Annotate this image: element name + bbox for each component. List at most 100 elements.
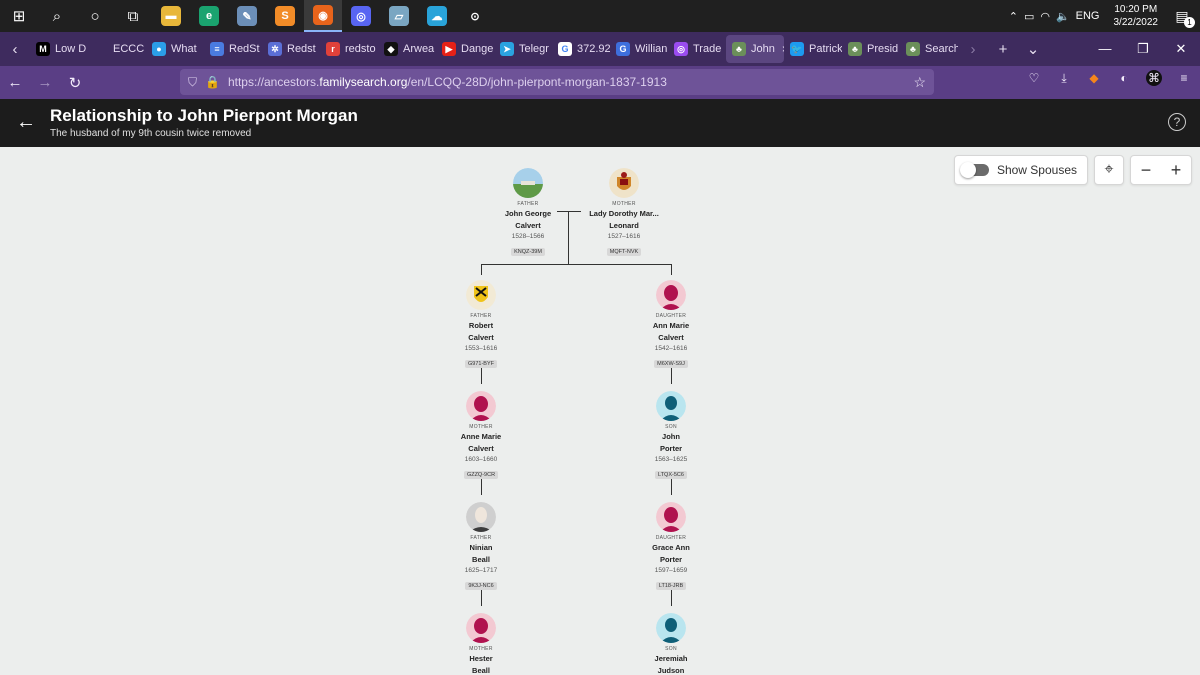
person-name-line2[interactable]: Beall <box>472 666 490 675</box>
person-name-line1[interactable]: Ann Marie <box>652 321 690 330</box>
person-name-line1[interactable]: Lady Dorothy Mar... <box>589 209 659 218</box>
person-name-line1[interactable]: Jeremiah <box>654 654 688 663</box>
tracking-protection-icon[interactable]: ⛉ <box>188 74 198 89</box>
person-name-line2[interactable]: Porter <box>659 444 683 453</box>
person-avatar-icon[interactable] <box>466 613 496 643</box>
forward-button[interactable]: → <box>37 74 53 91</box>
person-id-badge[interactable]: KNQZ-39M <box>511 248 545 256</box>
person-id-badge[interactable]: M6XW-S9J <box>654 360 688 368</box>
person-avatar-icon[interactable] <box>513 168 543 198</box>
browser-tab[interactable]: ◆Arwea <box>378 35 436 63</box>
battery-icon[interactable]: ▭ <box>1023 10 1035 23</box>
zoom-out-button[interactable]: − <box>1140 159 1152 180</box>
downloads-icon[interactable]: ⤓ <box>1061 70 1067 85</box>
browser-tab[interactable]: ≡RedSt <box>204 35 262 63</box>
person-name-line2[interactable]: Porter <box>659 555 683 564</box>
browser-tab[interactable]: ECCC - TR <box>88 35 146 63</box>
lock-icon[interactable]: 🔒 <box>205 75 220 89</box>
cortana-icon[interactable]: ○ <box>90 7 100 25</box>
person-name-line2[interactable]: Beall <box>472 555 490 564</box>
person-name-line1[interactable]: John <box>662 432 680 441</box>
person-name-line2[interactable]: Calvert <box>515 221 541 230</box>
browser-tab[interactable]: ♣John× <box>726 35 784 63</box>
extension-dark-icon[interactable]: ⌘ <box>1146 70 1162 86</box>
browser-tab[interactable]: ➤Telegr <box>494 35 552 63</box>
discord-icon[interactable]: ◎ <box>342 0 380 32</box>
person-name-line1[interactable]: Ninian <box>469 543 493 552</box>
windows-start-icon[interactable]: ⊞ <box>12 8 26 25</box>
task-view-icon[interactable]: ⧉ <box>127 7 139 25</box>
person-name-line1[interactable]: Grace Ann <box>652 543 690 552</box>
person-id-badge[interactable]: GZZQ-9CR <box>463 471 499 479</box>
browser-tab[interactable]: ●What <box>146 35 204 63</box>
toggle-switch[interactable] <box>959 162 989 178</box>
person-name-line2[interactable]: Calvert <box>658 333 684 342</box>
person-name-line2[interactable]: Leonard <box>609 221 639 230</box>
pocket-icon[interactable]: ♡ <box>1028 71 1040 85</box>
person-name-line1[interactable]: Anne Marie <box>460 432 502 441</box>
tab-scroll-left-icon[interactable]: ‹ <box>12 40 18 58</box>
browser-tab[interactable]: ▶Dange <box>436 35 494 63</box>
help-icon[interactable]: ? <box>1168 113 1186 131</box>
back-button[interactable]: ← <box>7 74 23 91</box>
maximize-button[interactable]: ❐ <box>1137 41 1149 56</box>
person-avatar-icon[interactable] <box>609 168 639 198</box>
recenter-button[interactable]: ⌖ <box>1094 155 1124 185</box>
person-id-badge[interactable]: G971-BYF <box>465 360 497 368</box>
network-icon[interactable]: ◠ <box>1040 10 1050 23</box>
person-avatar-icon[interactable] <box>656 391 686 421</box>
person-name-line1[interactable]: Robert <box>468 321 494 330</box>
volume-icon[interactable]: 🔈 <box>1055 10 1070 23</box>
reload-button[interactable]: ↻ <box>68 74 82 92</box>
paint-icon[interactable]: ✎ <box>228 0 266 32</box>
person-id-badge[interactable]: 9K3J-NC6 <box>465 582 497 590</box>
person-id-badge[interactable]: LTQX-5C6 <box>655 471 687 479</box>
tab-scroll-right-icon[interactable]: › <box>970 40 976 58</box>
notes-icon[interactable]: ▱ <box>380 0 418 32</box>
file-explorer-icon[interactable]: ▬ <box>152 0 190 32</box>
browser-tab[interactable]: 🐦Patrick <box>784 35 842 63</box>
person-avatar-icon[interactable] <box>656 613 686 643</box>
firefox-icon[interactable]: ◉ <box>304 0 342 32</box>
minimize-button[interactable]: — <box>1098 41 1112 56</box>
person-name-line2[interactable]: Calvert <box>468 444 494 453</box>
edge-icon[interactable]: e <box>190 0 228 32</box>
chevron-up-icon[interactable]: ⌃ <box>1008 10 1018 23</box>
person-id-badge[interactable]: LT18-JRB <box>655 582 687 590</box>
close-window-button[interactable]: ✕ <box>1175 41 1187 56</box>
person-avatar-icon[interactable] <box>466 280 496 310</box>
menu-icon[interactable]: ≡ <box>1180 71 1188 85</box>
browser-tab[interactable]: ◎Trade <box>668 35 726 63</box>
language-indicator[interactable]: ENG <box>1075 10 1100 22</box>
person-name-line2[interactable]: Judson <box>657 666 685 675</box>
game-controller-icon[interactable]: ⊙ <box>456 0 494 32</box>
browser-tab[interactable]: ✲Redst <box>262 35 320 63</box>
show-spouses-toggle[interactable]: Show Spouses <box>953 155 1088 185</box>
person-avatar-icon[interactable] <box>466 502 496 532</box>
notification-icon[interactable]: ▤1 <box>1172 6 1195 28</box>
tab-close-icon[interactable]: × <box>782 42 784 56</box>
extension-icon[interactable]: ◐ <box>1120 71 1128 85</box>
metamask-icon[interactable]: ◆ <box>1089 71 1099 85</box>
browser-tab[interactable]: ♣Search <box>900 35 958 63</box>
zoom-in-button[interactable]: + <box>1170 159 1182 180</box>
address-bar[interactable]: ⛉ 🔒 https://ancestors.familysearch.org/e… <box>180 69 934 95</box>
browser-tab[interactable]: ♣Presid <box>842 35 900 63</box>
search-icon[interactable]: ⌕ <box>52 7 62 25</box>
person-name-line1[interactable]: Hester <box>469 654 493 663</box>
person-id-badge[interactable]: MQFT-NVK <box>606 248 642 256</box>
